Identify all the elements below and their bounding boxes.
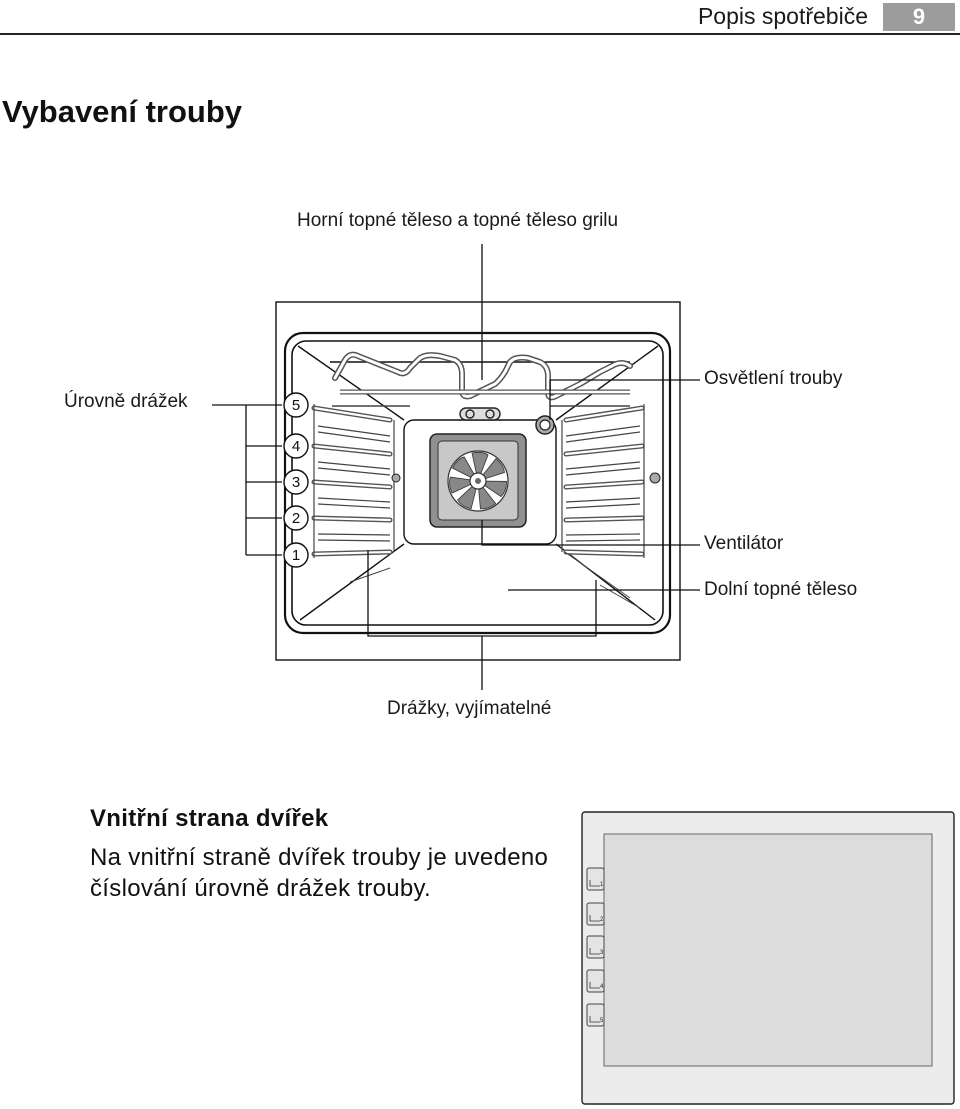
oven-outer-frame [275,301,681,661]
grill-mount [459,407,501,421]
label-top-heating: Horní topné těleso a topné těleso grilu [297,210,619,231]
level-number-3: 3 [292,474,300,491]
level-number-1: 1 [292,547,300,564]
level-number-5: 5 [292,397,300,414]
oven-diagram: 5 4 3 2 1 [212,244,700,690]
label-fan: Ventilátor [704,533,784,554]
label-removable-rails: Drážky, vyjímatelné [387,698,552,719]
header-rule [0,33,960,35]
section-title: Vybavení trouby [2,94,243,129]
level-number-4: 4 [292,438,300,455]
door-level-5: 5 [600,1018,604,1024]
page-number-badge: 9 [883,3,955,31]
door-level-2: 2 [600,917,604,923]
level-number-2: 2 [292,510,300,527]
door-level-3: 3 [600,950,604,956]
door-level-4: 4 [600,984,604,990]
door-section-heading: Vnitřní strana dvířek [90,805,329,832]
door-level-1: 1 [600,882,604,888]
label-oven-lighting: Osvětlení trouby [704,368,843,389]
label-shelf-levels: Úrovně drážek [64,391,188,412]
running-header-title: Popis spotřebiče [697,3,868,29]
label-bottom-heating: Dolní topné těleso [704,579,858,600]
fan-blades [447,450,509,512]
door-section-text: Na vnitřní straně dvířek trouby je uvede… [90,844,549,902]
door-glass-panel [603,833,933,1067]
oven-lamp [535,415,555,435]
